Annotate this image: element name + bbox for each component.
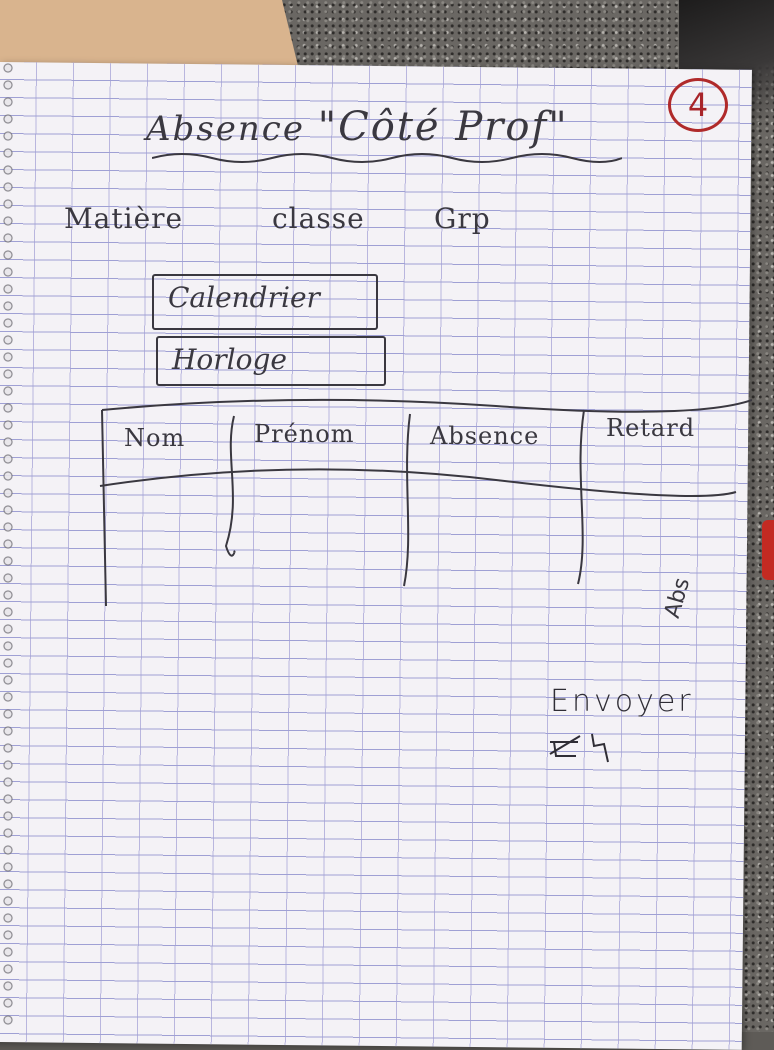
- grp-filter[interactable]: Grp: [434, 202, 491, 235]
- title-underline: [152, 153, 622, 163]
- column-header-absence: Absence: [430, 422, 540, 450]
- classe-filter[interactable]: classe: [272, 202, 365, 235]
- column-header-prenom: Prénom: [254, 420, 355, 448]
- screen-number-badge: 4: [668, 78, 728, 132]
- send-icon: [549, 733, 609, 763]
- send-button[interactable]: Envoyer: [550, 684, 694, 719]
- page-title-quote: "Côté Prof": [317, 104, 569, 150]
- clock-button[interactable]: Horloge: [156, 336, 386, 386]
- page-title-text: Absence: [146, 109, 305, 149]
- page-title: Absence "Côté Prof": [146, 104, 569, 150]
- matiere-filter[interactable]: Matière: [64, 202, 184, 235]
- column-header-retard: Retard: [606, 414, 696, 442]
- notebook-spiral: [0, 60, 20, 1032]
- red-cable: [762, 520, 774, 580]
- calendar-button[interactable]: Calendrier: [152, 274, 378, 330]
- cardboard-background: [0, 0, 298, 66]
- table-lines: [99, 398, 752, 607]
- absence-table: Nom Prénom Absence Retard: [96, 396, 752, 610]
- column-header-nom: Nom: [124, 424, 186, 452]
